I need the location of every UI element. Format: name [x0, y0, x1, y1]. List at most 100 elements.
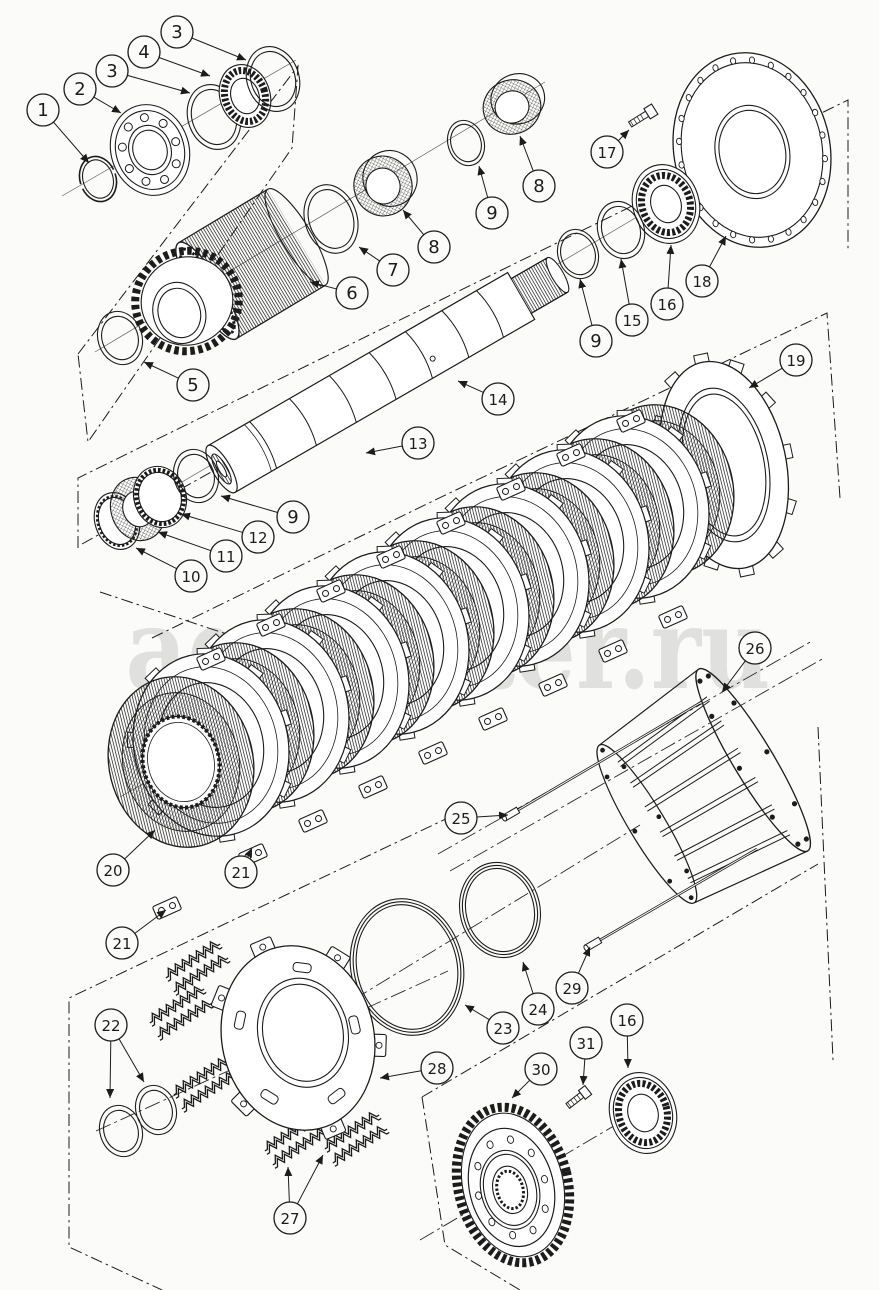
retaining-clip: [598, 639, 628, 663]
callout-24: 24: [521, 961, 555, 1026]
callout-23: 23: [464, 1004, 520, 1045]
leader-line: [579, 1058, 588, 1086]
callout-number: 12: [248, 529, 267, 547]
panel-outline: [421, 1096, 521, 1290]
leader-line: [143, 361, 179, 379]
spring-27: [149, 985, 207, 1027]
panel-outline: [99, 591, 297, 658]
callout-22: 22: [94, 1008, 145, 1099]
panel-outline: [151, 312, 841, 639]
callout-number: 8: [428, 237, 439, 258]
retaining-clip: [358, 775, 388, 799]
retaining-clip: [496, 477, 526, 501]
callout-circle: [579, 324, 613, 358]
leader-line: [402, 209, 425, 236]
callout-31: 31: [569, 1026, 603, 1086]
leader-line: [578, 278, 593, 326]
callout-21: 21: [224, 847, 258, 889]
callout-circle: [650, 287, 684, 321]
part-14-shaft: [205, 256, 570, 494]
callout-8: 8: [519, 135, 556, 203]
leader-line: [519, 135, 534, 172]
spring-27: [272, 1127, 330, 1169]
callout-circle: [401, 426, 435, 460]
callout-number: 9: [486, 203, 497, 224]
callout-number: 21: [112, 935, 131, 953]
part-3-ring-b: [245, 46, 301, 112]
part-8-needle-bearing-b: [482, 73, 546, 135]
callout-circle: [615, 303, 649, 337]
axis-line: [449, 657, 825, 872]
callout-number: 21: [231, 864, 250, 882]
part-1-snap-ring: [78, 155, 118, 203]
leader-line: [721, 660, 746, 693]
callout-number: 16: [657, 296, 676, 314]
callout-number: 9: [287, 507, 298, 528]
callout-3: 3: [160, 15, 247, 61]
part-22-o-ring-b: [134, 1084, 178, 1136]
spring-27: [157, 999, 215, 1041]
leader-line: [127, 74, 191, 95]
leader-line: [158, 56, 211, 77]
callout-number: 18: [692, 273, 711, 291]
callout-circle: [209, 539, 243, 573]
callout-circle: [417, 230, 451, 264]
callout-circle: [160, 15, 194, 49]
callout-circle: [127, 35, 161, 69]
leader-line: [617, 129, 630, 142]
callout-number: 11: [216, 548, 235, 566]
leader-line: [284, 1166, 293, 1203]
callout-number: 8: [533, 176, 544, 197]
callout-circle: [94, 1008, 128, 1042]
callout-17: 17: [590, 129, 630, 169]
callout-circle: [176, 368, 210, 402]
callout-number: 7: [387, 260, 398, 281]
retaining-clip: [616, 409, 646, 433]
callout-number: 24: [528, 1001, 547, 1019]
callout-8: 8: [402, 209, 451, 264]
callout-circle: [610, 1003, 644, 1037]
callout-number: 13: [408, 435, 427, 453]
part-6-gear: [131, 246, 243, 356]
leader-line: [358, 246, 381, 262]
retaining-clip: [478, 707, 508, 731]
callout-19: 19: [748, 343, 813, 389]
callout-circle: [95, 54, 129, 88]
callout-circle: [335, 276, 369, 310]
leader-line: [124, 829, 156, 860]
retaining-clip: [196, 647, 226, 671]
callout-20: 20: [96, 829, 156, 887]
callout-9: 9: [578, 278, 613, 358]
leader-line: [118, 1038, 145, 1083]
leader-line: [244, 847, 253, 858]
callout-12: 12: [180, 512, 275, 554]
leader-line: [220, 494, 278, 514]
spring-27: [324, 1111, 382, 1153]
callout-circle: [224, 855, 258, 889]
callout-circle: [475, 196, 509, 230]
leader-line: [296, 1154, 324, 1205]
retaining-clip: [418, 741, 448, 765]
leader-line: [477, 165, 489, 198]
part-8-needle-bearing-a: [353, 150, 418, 217]
leader-line: [577, 946, 591, 974]
callout-5: 5: [143, 361, 210, 402]
panel-outline: [817, 726, 834, 1061]
callout-9: 9: [220, 494, 310, 534]
callout-number: 25: [451, 810, 470, 828]
axis-line: [437, 640, 813, 855]
parts: [78, 46, 832, 1268]
leader-line: [191, 37, 247, 61]
retaining-clip: [316, 579, 346, 603]
callout-29: 29: [555, 946, 591, 1005]
callout-number: 17: [597, 144, 616, 162]
part-17-bolt: [627, 103, 659, 128]
callout-number: 9: [590, 331, 601, 352]
callout-circle: [521, 992, 555, 1026]
leader-line: [464, 1004, 490, 1021]
leader-line: [379, 1070, 422, 1081]
leader-line: [93, 96, 122, 114]
leader-line: [309, 280, 337, 290]
callout-circle: [444, 801, 478, 835]
